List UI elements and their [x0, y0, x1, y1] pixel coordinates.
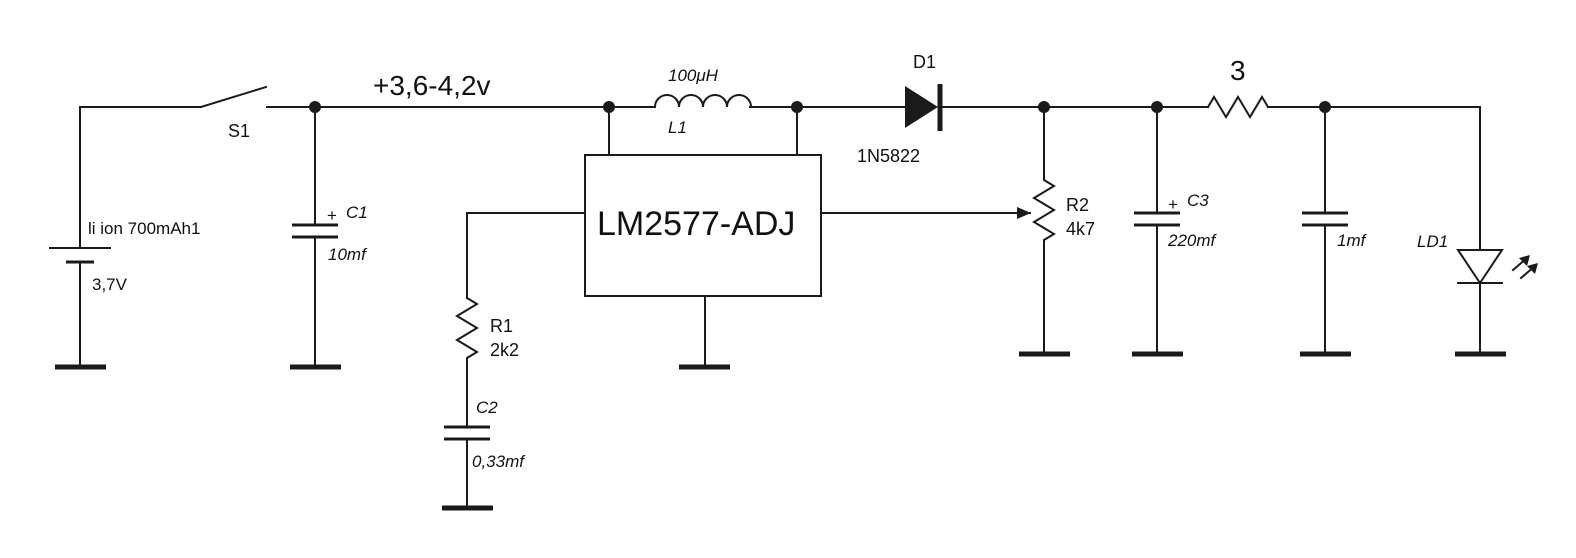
c4-capacitor-symbol [1300, 101, 1351, 357]
c2-capacitor-symbol [442, 425, 493, 511]
battery-value: 3,7V [92, 275, 128, 294]
ic-lm2577-symbol [466, 154, 1031, 370]
ld1-led-symbol [1455, 249, 1538, 357]
battery-symbol [49, 106, 111, 370]
c1-value: 10mf [328, 245, 368, 264]
c4-value: 1mf [1337, 231, 1368, 250]
d1-ref: D1 [913, 52, 936, 72]
ld1-ref: LD1 [1417, 232, 1448, 251]
l1-inductor-symbol [603, 94, 803, 156]
c3-capacitor-symbol [1132, 101, 1183, 357]
r3-value: 3 [1230, 55, 1246, 86]
ic-label: LM2577-ADJ [597, 205, 795, 243]
r2-potentiometer-symbol [1019, 101, 1070, 357]
c2-ref: C2 [476, 398, 498, 417]
c3-polarity: + [1168, 195, 1178, 214]
c1-ref: C1 [346, 203, 368, 222]
r1-ref: R1 [490, 316, 513, 336]
c2-value: 0,33mf [472, 452, 526, 471]
l1-ref: L1 [668, 118, 687, 137]
top-rail [79, 106, 1481, 251]
r1-value: 2k2 [490, 340, 519, 360]
supply-net-label: +3,6-4,2v [373, 70, 491, 101]
r1-resistor-symbol [455, 296, 479, 427]
r2-value: 4k7 [1066, 219, 1095, 239]
d1-value: 1N5822 [857, 146, 920, 166]
l1-value: 100μH [668, 66, 719, 85]
r3-resistor-symbol [1206, 95, 1270, 119]
c3-ref: C3 [1187, 191, 1209, 210]
battery-ref: li ion 700mAh1 [88, 219, 200, 238]
c3-value: 220mf [1167, 231, 1218, 250]
switch-symbol [199, 85, 268, 109]
c1-polarity: + [327, 206, 337, 225]
r2-ref: R2 [1066, 195, 1089, 215]
d1-diode-symbol [905, 84, 943, 131]
c1-capacitor-symbol [290, 101, 341, 370]
switch-ref: S1 [228, 121, 250, 141]
